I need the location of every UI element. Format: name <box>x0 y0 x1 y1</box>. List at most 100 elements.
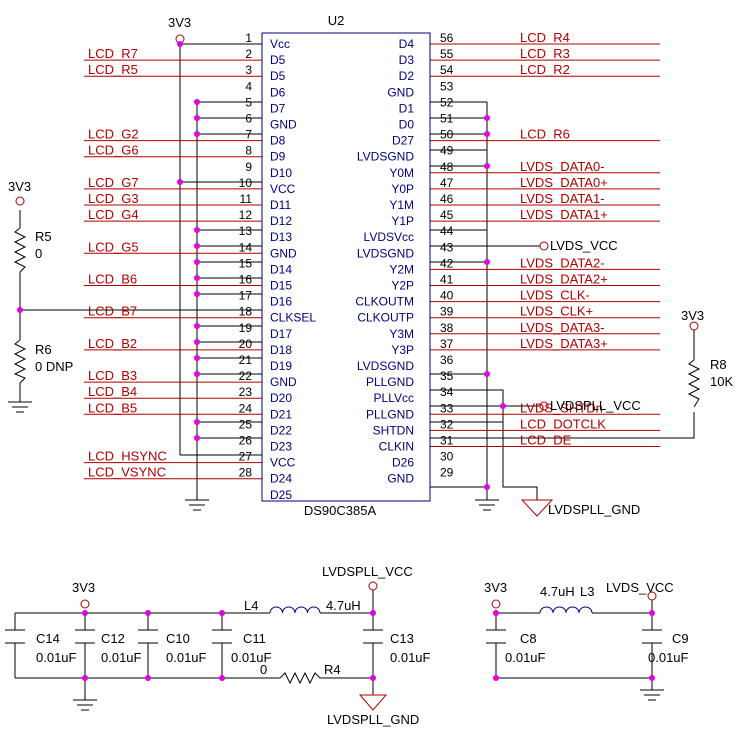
pin-name: D22 <box>270 423 292 437</box>
pin-name: VCC <box>270 182 296 196</box>
pwr-3v3-label: 3V3 <box>72 580 95 595</box>
l3-value: 4.7uH <box>540 584 575 599</box>
pin-number: 14 <box>239 240 253 254</box>
pin-number: 7 <box>245 128 252 142</box>
pin-number: 3 <box>245 63 252 77</box>
lvdspll-vcc-label: LVDSPLL_VCC <box>550 398 641 413</box>
net-label: LCD_R2 <box>520 62 570 77</box>
junction-dot <box>194 371 200 377</box>
pwr-3v3-label: 3V3 <box>484 580 507 595</box>
c13-ref: C13 <box>390 631 414 646</box>
lvdspll-vcc-label: LVDSPLL_VCC <box>322 564 413 579</box>
pin-number: 22 <box>239 369 253 383</box>
junction-dot <box>194 259 200 265</box>
net-label: LCD_R6 <box>520 127 570 142</box>
net-label: LCD_G5 <box>88 239 139 254</box>
pin-number: 42 <box>440 256 454 270</box>
pin-number: 30 <box>440 450 454 464</box>
pin-number: 56 <box>440 31 454 45</box>
pin-number: 50 <box>440 128 454 142</box>
net-label: LCD_G2 <box>88 127 139 142</box>
lvds-vcc-port <box>539 241 549 251</box>
junction-dot <box>649 610 655 616</box>
pwr-3v3-label: 3V3 <box>8 179 31 194</box>
pin-name: GND <box>387 85 414 99</box>
c9-body <box>642 629 662 644</box>
pin-name: Y0M <box>389 166 414 180</box>
pin-number: 51 <box>440 112 454 126</box>
net-label: LCD_DOTCLK <box>520 416 606 431</box>
pin-number: 20 <box>239 337 253 351</box>
pin-number: 17 <box>239 289 253 303</box>
pin-number: 52 <box>440 95 454 109</box>
c14-ref: C14 <box>36 631 60 646</box>
pin-name: Y3M <box>389 327 414 341</box>
pin-number: 9 <box>245 160 252 174</box>
pin-name: D14 <box>270 262 292 276</box>
pin-name: D9 <box>270 150 286 164</box>
lvds-vcc-label: LVDS_VCC <box>606 580 674 595</box>
c9-value: 0.01uF <box>648 650 689 665</box>
pin-name: D1 <box>399 101 415 115</box>
pin-number: 25 <box>239 417 253 431</box>
pin-number: 26 <box>239 434 253 448</box>
junction-dot <box>484 163 490 169</box>
net-label: LVDS_DATA3- <box>520 320 605 335</box>
pin-name: D24 <box>270 472 292 486</box>
pin-number: 29 <box>440 466 454 480</box>
pin-name: D16 <box>270 295 292 309</box>
pin-number: 8 <box>245 144 252 158</box>
pin-number: 13 <box>239 224 253 238</box>
pin-name: D19 <box>270 359 292 373</box>
c10-body <box>138 629 158 644</box>
pin-number: 2 <box>245 47 252 61</box>
r5-body <box>13 227 27 273</box>
net-label: LCD_B7 <box>88 304 137 319</box>
net-label: LCD_VSYNC <box>88 465 166 480</box>
pin-number: 38 <box>440 321 454 335</box>
pin-number: 53 <box>440 79 454 93</box>
pin-name: D13 <box>270 230 292 244</box>
c11-value: 0.01uF <box>231 650 272 665</box>
pin-name: D26 <box>392 456 414 470</box>
r5-value: 0 <box>35 246 42 261</box>
junction-dot <box>194 115 200 121</box>
r8-value: 10K <box>710 374 733 389</box>
r6-body <box>13 339 27 384</box>
pin-name: D20 <box>270 391 292 405</box>
pin-name: D25 <box>270 488 292 502</box>
pin-number: 39 <box>440 305 454 319</box>
pin-number: 43 <box>440 240 454 254</box>
net-label: LCD_R4 <box>520 30 570 45</box>
net-label: LVDS_DATA1- <box>520 191 605 206</box>
r8-body <box>687 359 701 408</box>
c10-value: 0.01uF <box>166 650 207 665</box>
net-label: LVDS_DATA0- <box>520 159 605 174</box>
junction-dot <box>194 227 200 233</box>
net-label: LVDS_DATA2- <box>520 255 605 270</box>
pin-name: PLLVcc <box>374 391 414 405</box>
net-label: LCD_B6 <box>88 272 137 287</box>
pin-number: 16 <box>239 273 253 287</box>
net-label: LCD_R7 <box>88 46 138 61</box>
pin-number: 11 <box>240 192 253 206</box>
net-label: LCD_G3 <box>88 191 139 206</box>
junction-dot <box>484 484 490 490</box>
pin-name: LVDSGND <box>357 359 414 373</box>
pin-name: D0 <box>399 118 415 132</box>
pin-number: 55 <box>440 47 454 61</box>
pin-name: GND <box>387 472 414 486</box>
pin-name: D10 <box>270 166 292 180</box>
r4-ref: R4 <box>324 662 341 677</box>
net-label: LCD_G7 <box>88 175 139 190</box>
net-label: LCD_B4 <box>88 384 137 399</box>
lvdspll-gnd-label: LVDSPLL_GND <box>327 712 419 727</box>
c14-body <box>5 629 25 644</box>
pin-number: 37 <box>440 337 454 351</box>
net-label: LCD_G6 <box>88 143 139 158</box>
junction-dot <box>219 610 225 616</box>
pin-number: 54 <box>440 63 454 77</box>
junction-dot <box>194 291 200 297</box>
wires <box>14 43 695 700</box>
pin-number: 12 <box>239 208 253 222</box>
